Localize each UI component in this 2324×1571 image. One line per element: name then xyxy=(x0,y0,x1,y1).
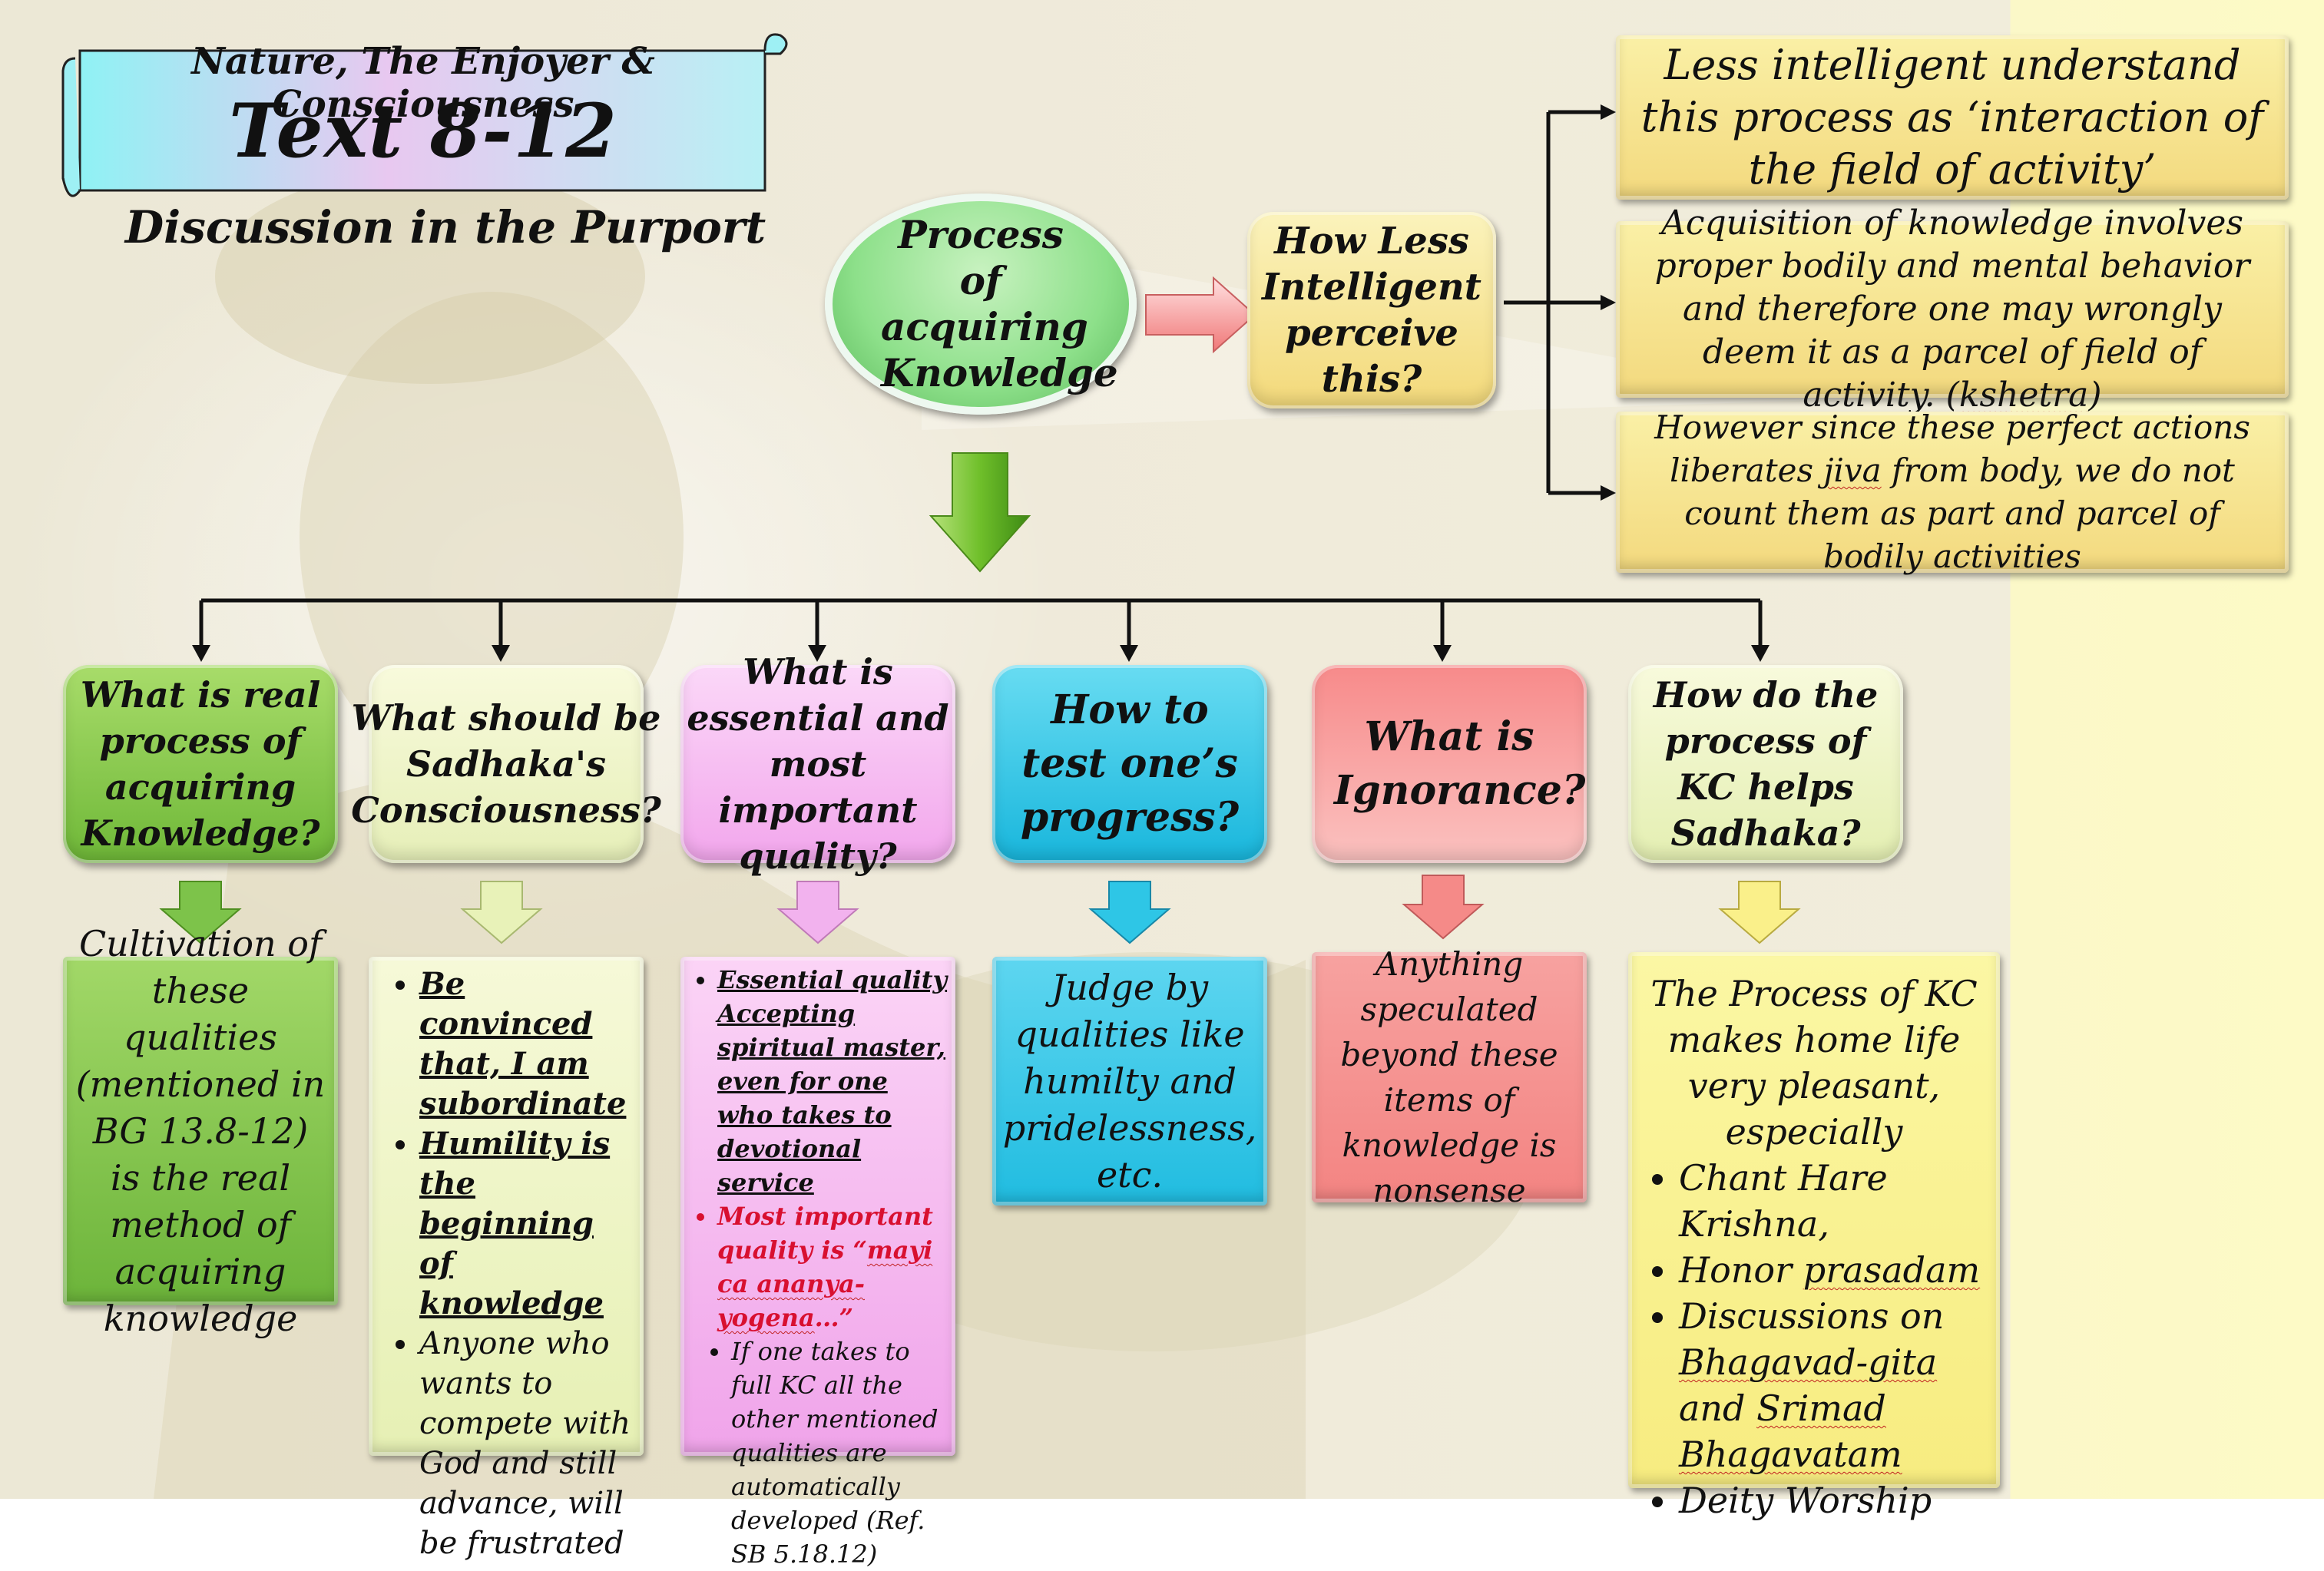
slide-title: Text 8-12 xyxy=(229,88,617,174)
question-6-label: How do the process of KC helps Sadhaka? xyxy=(1653,674,1879,854)
question-3-label: What is essential and most important qua… xyxy=(687,651,949,877)
down-arrow-yellow-icon xyxy=(1718,881,1801,944)
info-box-3: However since these perfect actions libe… xyxy=(1616,408,2289,575)
less-intelligent-node: How Less Intelligent perceive this? xyxy=(1247,212,1496,408)
caption-text: Discussion in the Purport xyxy=(124,201,766,253)
process-node: Process of acquiring Knowledge xyxy=(825,193,1137,415)
answer-3-list: Essential quality Accepting spiritual ma… xyxy=(685,963,949,1335)
answer-6-list: Chant Hare Krishna, Honor prasadam Discu… xyxy=(1639,1155,1989,1523)
answer-5-text: Anything speculated beyond these items o… xyxy=(1340,945,1558,1209)
answer-6-item: Deity Worship xyxy=(1679,1477,1989,1523)
connector-lines xyxy=(159,104,1801,944)
question-real-process: What is real process of acquiring Knowle… xyxy=(63,665,338,863)
answer-essential-quality: Essential quality Accepting spiritual ma… xyxy=(680,957,955,1569)
answer-real-process: Cultivation of these qualities (mentione… xyxy=(63,923,338,1339)
process-node-label: Process of acquiring Knowledge xyxy=(881,212,1118,395)
answer-6-item: Discussions on Bhagavad-gita and Srimad … xyxy=(1679,1293,1989,1477)
info-box-3-text: However since these perfect actions libe… xyxy=(1654,408,2250,575)
question-4-label: How to test one’s progress? xyxy=(1020,686,1240,841)
answer-sadhaka-consciousness: Be convinced that, I am subordinate Humi… xyxy=(369,957,644,1561)
down-arrow-cyan-icon xyxy=(1088,881,1171,944)
answer-test-progress: Judge by qualities like humilty and prid… xyxy=(992,957,1267,1206)
scroll-icon xyxy=(61,33,788,197)
answer-2-item: Anyone who wants to compete with God and… xyxy=(419,1324,636,1563)
answer-2-item: Humility is the beginning of knowledge xyxy=(419,1124,636,1324)
answer-1-text: Cultivation of these qualities (mentione… xyxy=(75,922,326,1339)
answer-3-item: Essential quality Accepting spiritual ma… xyxy=(717,963,949,1199)
answer-3-sublist: If one takes to full KC all the other me… xyxy=(685,1335,949,1571)
answer-kc-helps: The Process of KC makes home life very p… xyxy=(1628,952,2000,1521)
down-arrow-pink-icon xyxy=(776,881,859,944)
info-box-1: Less intelligent understand this process… xyxy=(1616,35,2289,200)
right-arrow-icon xyxy=(1145,276,1256,354)
question-2-label: What should be Sadhaka's Consciousness? xyxy=(351,697,661,831)
less-intelligent-label: How Less Intelligent perceive this? xyxy=(1262,220,1481,401)
answer-6-intro: The Process of KC makes home life very p… xyxy=(1650,973,1978,1153)
answer-2-item: Be convinced that, I am subordinate xyxy=(419,964,636,1124)
answer-6-item: Chant Hare Krishna, xyxy=(1679,1155,1989,1247)
question-essential-quality: What is essential and most important qua… xyxy=(680,651,955,877)
info-box-2: Acquisition of knowledge involves proper… xyxy=(1616,203,2289,415)
info-box-2-text: Acquisition of knowledge involves proper… xyxy=(1654,203,2250,415)
question-1-label: What is real process of acquiring Knowle… xyxy=(80,674,321,854)
slide: Nature, The Enjoyer & Consciousness Text… xyxy=(0,0,2324,1499)
question-ignorance: What is Ignorance? xyxy=(1312,665,1587,863)
down-arrow-palegreen-icon xyxy=(460,881,543,944)
title-scroll-banner: Nature, The Enjoyer & Consciousness Text… xyxy=(58,28,788,197)
answer-3-item: If one takes to full KC all the other me… xyxy=(731,1335,949,1571)
answer-ignorance: Anything speculated beyond these items o… xyxy=(1312,945,1587,1209)
question-test-progress: How to test one’s progress? xyxy=(992,665,1267,863)
question-kc-helps: How do the process of KC helps Sadhaka? xyxy=(1628,665,1903,863)
answer-4-text: Judge by qualities like humilty and prid… xyxy=(1002,966,1257,1196)
slide-subtitle: Nature, The Enjoyer & Consciousness xyxy=(191,40,655,126)
info-box-1-text: Less intelligent understand this process… xyxy=(1640,41,2264,193)
answer-3-item: Most important quality is “mayi ca anany… xyxy=(717,1199,949,1335)
answer-6-item: Honor prasadam xyxy=(1679,1247,1989,1293)
down-arrow-salmon-icon xyxy=(1402,875,1485,940)
down-arrow-green-icon xyxy=(159,881,242,944)
answer-2-list: Be convinced that, I am subordinate Humi… xyxy=(376,964,636,1563)
question-5-label: What is Ignorance? xyxy=(1334,713,1586,814)
down-arrow-icon xyxy=(929,452,1031,573)
question-sadhaka-consciousness: What should be Sadhaka's Consciousness? xyxy=(351,665,661,863)
